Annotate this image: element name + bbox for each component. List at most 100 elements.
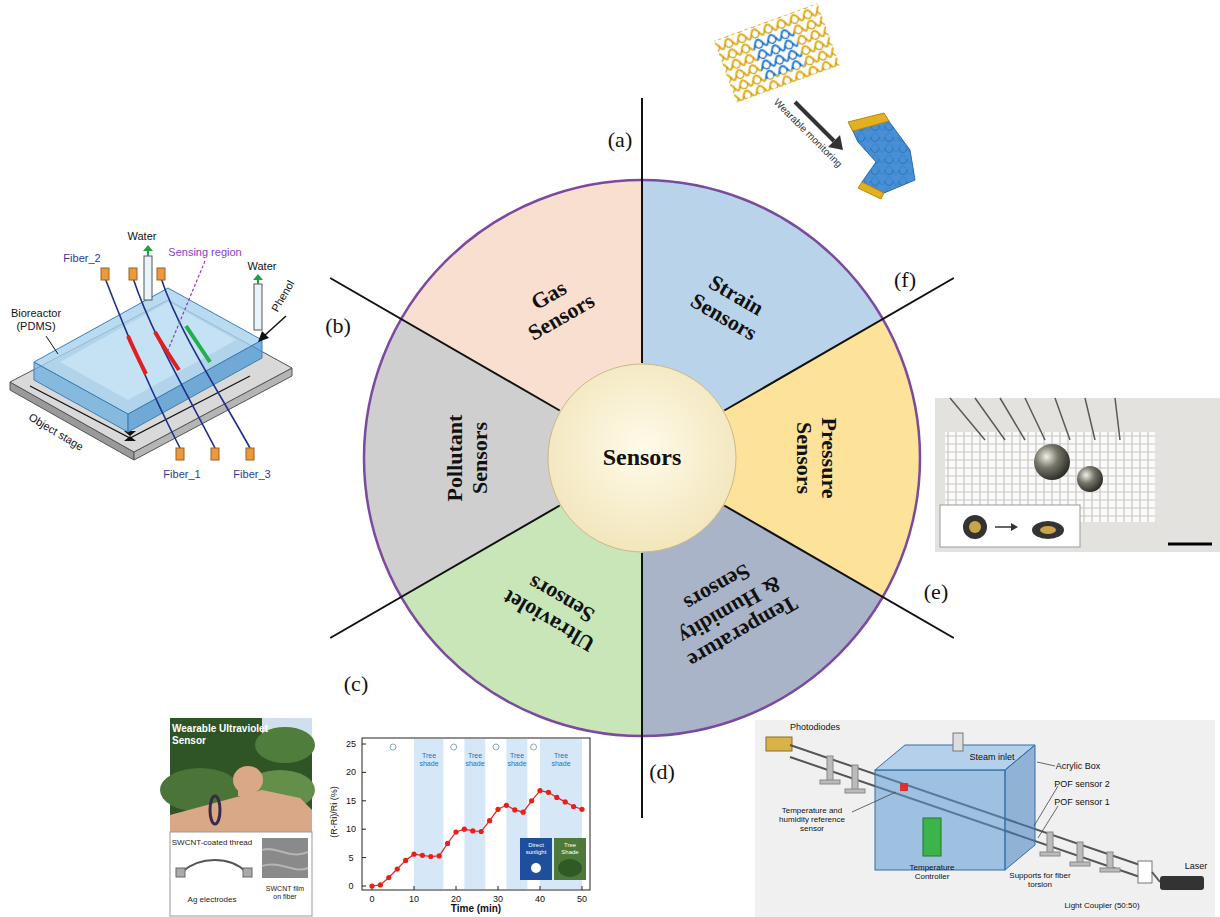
annotation-text: 10 (346, 824, 356, 834)
label-holder: Laser (1185, 861, 1208, 871)
callout-letter: (e) (924, 579, 948, 604)
label-holder: Wearable Ultraviolet Sensor (172, 723, 272, 746)
uv-chart (369, 788, 584, 889)
setup-illustration (755, 720, 1215, 917)
knit-fabric (750, 25, 806, 80)
bioreactor-illustration (258, 331, 269, 342)
uv-chart (521, 810, 526, 815)
label-holder: (f) (894, 267, 916, 292)
setup-illustration (766, 737, 792, 751)
label-holder: POF sensor 2 (1054, 779, 1110, 789)
knit-fabric (848, 113, 889, 131)
label-holder: (d) (649, 759, 675, 784)
annotation-text: Direct sunlight (526, 842, 547, 855)
knit-fabric (858, 182, 884, 199)
setup-illustration (755, 720, 1215, 917)
uv-chart (362, 744, 582, 890)
setup-illustration (1107, 852, 1113, 870)
bioreactor-illustration (144, 256, 152, 300)
annotation-text: Tree shade (465, 752, 484, 767)
uv-chart (537, 788, 542, 793)
uv-photo (160, 718, 315, 916)
bioreactor-illustration (254, 284, 262, 330)
label-holder: 50 (577, 894, 587, 904)
sector-dividers (330, 98, 954, 818)
setup-illustration (1047, 832, 1053, 854)
uv-chart (571, 804, 576, 809)
text-holder: Pressure Sensors (792, 403, 843, 513)
annotation-text: Fiber_3 (233, 468, 270, 480)
uv-chart (462, 827, 467, 832)
uv-chart (428, 854, 433, 859)
label-holder: Tree shade (547, 752, 575, 768)
label-holder: Water (248, 260, 277, 273)
annotation-text: Temperature and humidity reference senso… (779, 806, 845, 833)
setup-illustration (1138, 861, 1152, 883)
annotation-text: 10 (409, 894, 419, 904)
label-holder: Tree shade (415, 752, 443, 768)
bioreactor-illustration (143, 245, 153, 251)
label-holder: 10 (409, 894, 419, 904)
label-holder: Wearable monitoring (771, 96, 844, 169)
label-holder: (b) (325, 313, 351, 338)
uv-chart (558, 859, 582, 877)
uv-photo (170, 832, 312, 916)
bioreactor-illustration (124, 431, 136, 441)
setup-illustration (1152, 872, 1160, 882)
uv-chart (378, 882, 383, 887)
circle-fill (548, 364, 736, 552)
bioreactor-illustration (101, 268, 109, 280)
knit-fabric (750, 25, 806, 80)
uv-chart (372, 791, 582, 886)
callout-letter: (c) (344, 671, 368, 696)
uv-chart (493, 744, 499, 750)
uv-photo (262, 838, 308, 878)
bioreactor-illustration (46, 336, 58, 354)
label-holder: Steam inlet (969, 752, 1014, 762)
annotation-text: Tree shade (551, 752, 570, 767)
label-holder: Fiber_3 (233, 468, 270, 481)
knit-fabric (714, 3, 915, 199)
pressure-photo (963, 515, 987, 539)
sector-label: Pressure Sensors (792, 417, 842, 498)
bioreactor-illustration (157, 268, 165, 280)
setup-illustration (900, 783, 908, 791)
setup-illustration (820, 756, 1120, 872)
label-holder: Tree Shade (555, 842, 585, 856)
label-holder: SWCNT-coated thread (172, 838, 252, 847)
callout-letter: (b) (325, 313, 351, 338)
pressure-photo (1168, 543, 1212, 546)
uv-chart (395, 866, 400, 871)
pressure-photo (1034, 444, 1070, 480)
uv-chart (531, 744, 537, 750)
annotation-text: Acrylic Box (1056, 761, 1101, 771)
uv-chart (470, 828, 475, 833)
uv-chart (362, 738, 590, 890)
knit-fabric (714, 3, 840, 103)
uv-chart (529, 798, 534, 803)
setup-illustration (1077, 842, 1083, 864)
label-holder: 0 (369, 894, 374, 904)
annotation-text: Water (128, 230, 157, 242)
sector-label: Pollutant Sensors (442, 415, 492, 502)
annotation-text: Laser (1185, 861, 1208, 871)
uv-chart (563, 799, 568, 804)
setup-illustration (845, 789, 865, 793)
label-holder: Time (min) (451, 903, 501, 915)
center-label: Sensors (603, 444, 682, 470)
setup-illustration (1160, 876, 1204, 890)
bioreactor-illustration (133, 278, 215, 448)
uv-chart (369, 883, 374, 888)
pressure-photo (1040, 526, 1056, 534)
annotation-text: Tree shade (419, 752, 438, 767)
uv-photo (243, 868, 252, 877)
label-holder: Temperature and humidity reference senso… (768, 806, 856, 834)
bioreactor-illustration (246, 448, 254, 460)
callout-letter: (a) (608, 127, 632, 152)
uv-photo (182, 860, 246, 872)
pressure-photo (935, 398, 1220, 552)
uv-chart (414, 739, 443, 889)
uv-chart (495, 807, 500, 812)
label-holder: Photodiodes (790, 722, 840, 732)
pressure-photo (969, 521, 981, 533)
